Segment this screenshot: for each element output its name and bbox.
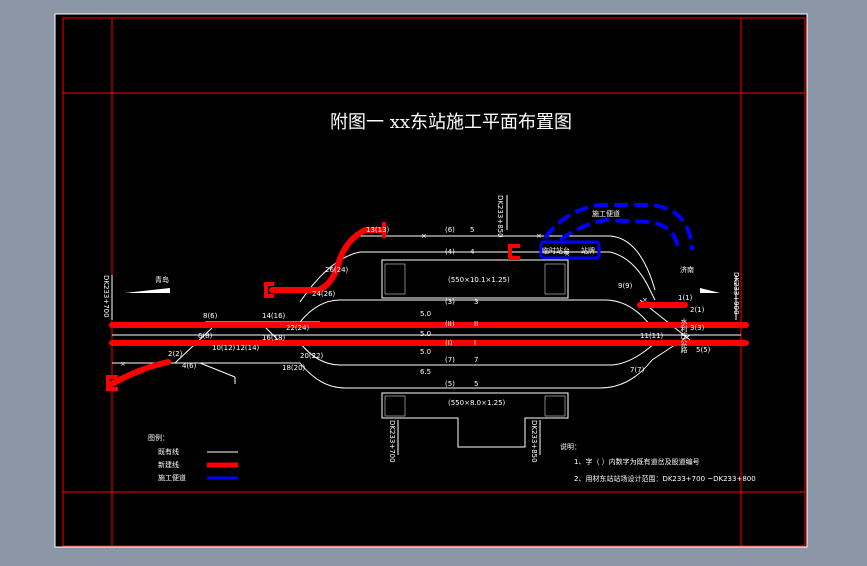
dk-top: DK233+850 — [496, 195, 504, 238]
switch-label: 26(24) — [325, 266, 349, 274]
track-label: 5 — [470, 226, 474, 234]
new-lines — [106, 222, 749, 391]
switch-link-d — [651, 334, 691, 361]
switch-label: 5(5) — [696, 346, 711, 354]
x-marker: × — [536, 232, 542, 240]
switch-label: 1(1) — [678, 294, 693, 302]
legend-heading: 图例： — [148, 433, 169, 442]
track-label: 7 — [474, 356, 478, 364]
legend-item-label: 新建线 — [158, 460, 179, 469]
platform-upper: (550×10.1×1.25) — [381, 259, 569, 299]
track-label: (4) — [445, 248, 455, 256]
switch-label: 12(14) — [236, 344, 260, 352]
track-label: (6) — [445, 226, 455, 234]
switch-label: 2(1) — [690, 306, 705, 314]
drawing-sheet — [54, 13, 808, 548]
switch-label: 9(9) — [618, 282, 633, 290]
x-marker: × — [421, 232, 427, 240]
water-road-label: 水利庄公路 — [680, 317, 688, 354]
x-marker: × — [564, 250, 570, 258]
spacing-label: 5.0 — [420, 348, 431, 356]
switch-label: 16(18) — [262, 334, 286, 342]
track-label: (3) — [445, 298, 455, 306]
spacing-label: 5.0 — [420, 330, 431, 338]
switch-label: 10(12) — [212, 344, 236, 352]
temp-road-inner — [558, 217, 680, 251]
notes: 说明： 1、字（ ）内数字为既有道岔及股道编号 2、用材东站站场设计范围：DK2… — [560, 442, 756, 483]
switch-label: 7(7) — [630, 366, 645, 374]
track-5 — [180, 359, 653, 389]
track-3 — [285, 342, 656, 366]
dk-marks: DK233+700 DK233+900 DK233+850 DK233+700 … — [102, 195, 740, 463]
station-sign-label: 站牌 — [581, 246, 595, 255]
siding-stub — [199, 362, 236, 378]
page-title: 附图一 xx东站施工平面布置图 — [330, 112, 572, 133]
arrow-right-icon — [700, 288, 720, 293]
track-label: 4 — [470, 248, 475, 256]
arrow-left-icon — [125, 288, 170, 293]
track-label: (I) — [445, 339, 453, 347]
buffer-stop-bottom — [106, 375, 118, 391]
buffer-stop-left — [264, 282, 274, 298]
switch-label: 18(20) — [282, 364, 306, 372]
legend-item-label: 既有线 — [158, 447, 179, 456]
spacing-labels: 5.0 5.0 5.0 6.5 — [420, 310, 431, 376]
track-label: (7) — [445, 356, 455, 364]
dk-left: DK233+700 — [102, 275, 110, 318]
track-4 — [285, 299, 651, 326]
track-label: (5) — [445, 380, 455, 388]
switch-labels: 8(6) 6(8) 4(6) 2(2) 14(16) 10(12) 12(14)… — [168, 226, 711, 374]
spacing-label: 5.0 — [420, 310, 431, 318]
outer-frame — [62, 17, 806, 547]
new-line-left-siding — [107, 359, 171, 388]
switch-label: 2(2) — [168, 350, 183, 358]
track-8 — [360, 235, 656, 291]
switch-label: 14(16) — [262, 312, 286, 320]
switch-label: 24(26) — [312, 290, 336, 298]
note-line: 2、用材东站站场设计范围：DK233+700 ~DK233+800 — [574, 474, 756, 483]
dk-bottom-right: DK233+850 — [530, 420, 538, 463]
track-label: II — [474, 320, 478, 328]
switch-label: 8(6) — [203, 312, 218, 320]
buffer-stop-mid — [508, 244, 520, 260]
track-6 — [299, 251, 656, 303]
construction-road-label: 施工便道 — [592, 209, 620, 218]
temp-road-outer — [543, 203, 694, 251]
platform-upper-label: (550×10.1×1.25) — [448, 276, 510, 284]
new-line-upper-curve — [269, 227, 385, 293]
legend: 图例： 既有线 新建线 施工便道 — [148, 433, 238, 482]
x-marker: × — [642, 296, 648, 304]
switch-label: 22(24) — [286, 324, 310, 332]
temp-roads — [539, 203, 694, 260]
track-label: 5 — [474, 380, 478, 388]
dk-bottom-left: DK233+700 — [388, 420, 396, 463]
switch-markers: × × × × × — [120, 232, 648, 368]
switch-label: 6(8) — [198, 332, 213, 340]
x-marker: × — [120, 360, 126, 368]
temp-platform-label: 临时站台 — [542, 246, 570, 255]
track-label: I — [474, 339, 476, 347]
switch-label: 4(6) — [182, 362, 197, 370]
spacing-label: 6.5 — [420, 368, 431, 376]
notes-heading: 说明： — [560, 442, 581, 451]
direction-jinan: 济南 — [680, 265, 694, 274]
direction-qingdao: 青岛 — [155, 275, 169, 284]
switch-label: 11(11) — [640, 332, 664, 340]
platform-lower: (550×8.0×1.25) — [381, 392, 569, 448]
track-numbers: (6) 5 (4) 4 (II) II (I) I (3) 3 (5) 5 (7… — [445, 226, 478, 388]
dk-right: DK233+900 — [732, 272, 740, 315]
temp-platform-box — [539, 240, 601, 260]
platform-lower-label: (550×8.0×1.25) — [448, 399, 506, 407]
track-label: 3 — [474, 298, 478, 306]
track-label: (II) — [445, 320, 455, 328]
switch-label: 13(13) — [366, 226, 390, 234]
legend-item-label: 施工便道 — [158, 473, 186, 482]
note-line: 1、字（ ）内数字为既有道岔及股道编号 — [574, 457, 700, 466]
switch-label: 3(3) — [690, 324, 705, 332]
switch-label: 20(22) — [300, 352, 324, 360]
